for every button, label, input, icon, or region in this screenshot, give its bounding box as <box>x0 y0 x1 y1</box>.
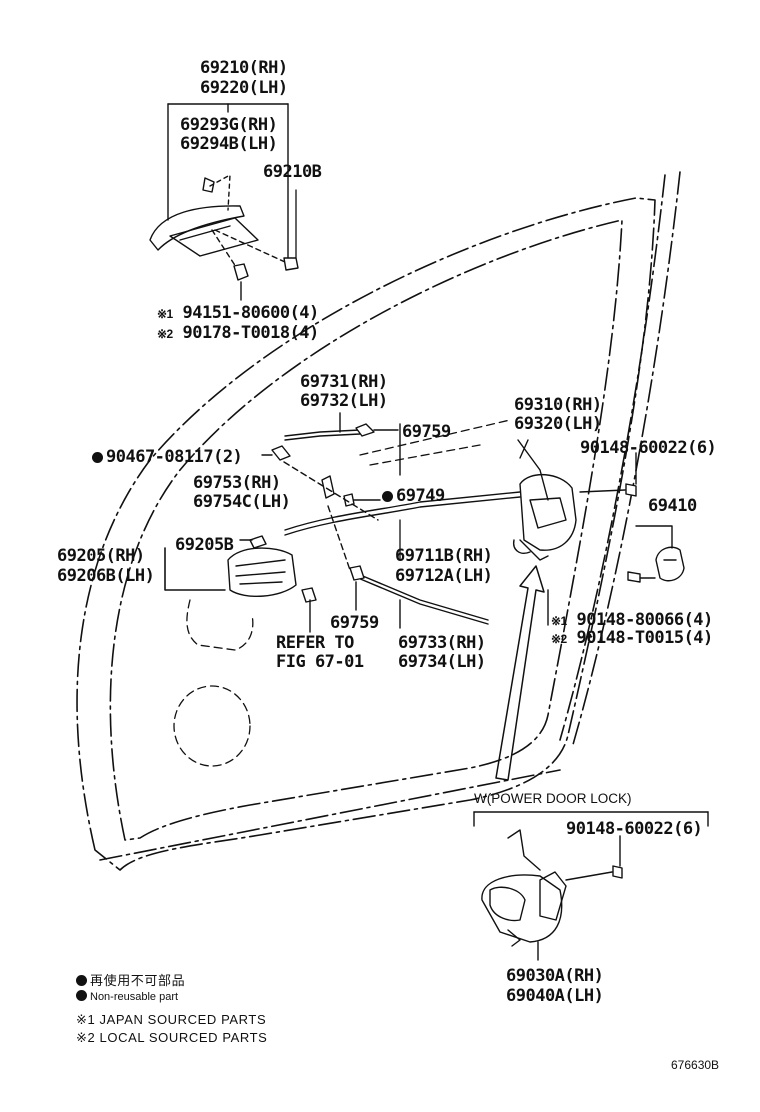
note2-part: 90148-T0015(4) <box>576 628 713 648</box>
label-69206b-lh: 69206B(LH) <box>57 566 155 586</box>
label-note1-90148-80066: ※1 90148-80066(4) <box>551 610 713 631</box>
legend-note2: ※2 LOCAL SOURCED PARTS <box>76 1030 268 1045</box>
figure-code: 676630B <box>671 1058 720 1072</box>
label-69220-lh: 69220(LH) <box>200 78 288 98</box>
label-69205b: 69205B <box>175 535 234 555</box>
label-69210-rh: 69210(RH) <box>200 58 288 78</box>
legend-en: Non-reusable part <box>76 990 178 1003</box>
legend-note1: ※1 JAPAN SOURCED PARTS <box>76 1012 267 1027</box>
label-69320-lh: 69320(LH) <box>514 414 602 434</box>
leader-lines <box>164 189 401 591</box>
label-90467: 90467-08117(2) <box>92 447 243 467</box>
label-69712a-lh: 69712A(LH) <box>395 566 493 586</box>
label-69754c-lh: 69754C(LH) <box>193 492 291 512</box>
label-69210b: 69210B <box>263 162 322 182</box>
label-69410: 69410 <box>648 496 697 516</box>
door-lock-assembly <box>513 439 637 561</box>
label-note1-94151: ※1 94151-80600(4) <box>157 303 319 324</box>
power-lock-assembly <box>481 829 623 961</box>
label-69732-lh: 69732(LH) <box>300 391 388 411</box>
label-90148-60022-lower: 90148-60022(6) <box>566 819 703 839</box>
label-90467-text: 90467-08117(2) <box>106 447 243 467</box>
power-lock-title: W(POWER DOOR LOCK) <box>474 791 632 806</box>
note2-part: 90178-T0018(4) <box>182 323 319 343</box>
label-69294b-lh: 69294B(LH) <box>180 134 278 154</box>
label-69753-rh: 69753(RH) <box>193 473 281 493</box>
power-lock-bracket <box>473 811 709 827</box>
legend-dot <box>76 975 87 986</box>
label-69310-rh: 69310(RH) <box>514 395 602 415</box>
label-69040a-lh: 69040A(LH) <box>506 986 604 1006</box>
legend-dot <box>76 990 87 1001</box>
striker <box>547 525 685 626</box>
note1-mark: ※1 <box>157 307 173 321</box>
label-69734-lh: 69734(LH) <box>398 652 486 672</box>
label-69711b-rh: 69711B(RH) <box>395 546 493 566</box>
label-69759-upper: 69759 <box>402 422 451 442</box>
legend-en-text: Non-reusable part <box>90 991 179 1003</box>
note1-part: 94151-80600(4) <box>182 303 319 323</box>
label-69205-rh: 69205(RH) <box>57 546 145 566</box>
label-69759-lower: 69759 <box>330 613 379 633</box>
label-note2-90178: ※2 90178-T0018(4) <box>157 323 319 344</box>
label-note2-90148-t0015: ※2 90148-T0015(4) <box>551 628 713 649</box>
label-refer-to: REFER TO <box>276 633 354 653</box>
note2-mark: ※2 <box>157 327 173 341</box>
label-90148-60022-upper: 90148-60022(6) <box>580 438 717 458</box>
note2-mark: ※2 <box>551 632 567 646</box>
door-panel-cutouts <box>173 419 511 767</box>
note1-mark: ※1 <box>551 614 567 628</box>
label-69731-rh: 69731(RH) <box>300 372 388 392</box>
legend-jp: 再使用不可部品 <box>76 970 185 989</box>
note1-part: 90148-80066(4) <box>576 610 713 630</box>
outside-handle <box>149 174 299 301</box>
legend-jp-text: 再使用不可部品 <box>90 973 186 988</box>
label-69293g-rh: 69293G(RH) <box>180 115 278 135</box>
non-reusable-dot <box>92 452 103 463</box>
rods <box>239 412 521 629</box>
label-fig-67-01: FIG 67-01 <box>276 652 364 672</box>
outside-handle-bracket <box>167 103 289 259</box>
label-69733-rh: 69733(RH) <box>398 633 486 653</box>
non-reusable-dot <box>382 491 393 502</box>
door-outline <box>76 171 681 871</box>
label-69749: 69749 <box>382 486 445 506</box>
inner-handle <box>164 547 317 633</box>
label-69030a-rh: 69030A(RH) <box>506 966 604 986</box>
assembly-arrow <box>495 565 545 781</box>
label-69749-text: 69749 <box>396 486 445 506</box>
